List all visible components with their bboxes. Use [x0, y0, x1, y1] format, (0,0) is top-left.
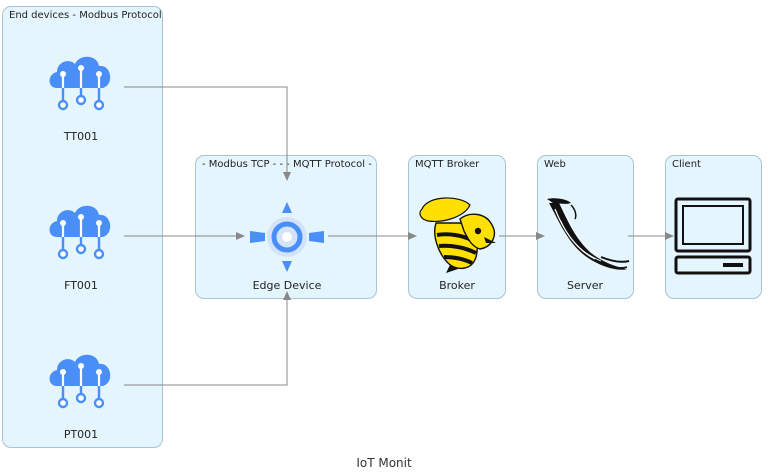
- edge-tt001-to-edge-device: [124, 86, 291, 181]
- group-title-end-devices: End devices - Modbus Protocol: [9, 10, 162, 21]
- group-title-web: Web: [544, 159, 566, 170]
- web-group: Web: [537, 155, 634, 299]
- node-label-tt001: TT001: [63, 130, 99, 143]
- cloud-iot-icon: [49, 56, 111, 111]
- cloud-iot-icon: [49, 205, 111, 260]
- node-label-server: Server: [566, 279, 604, 292]
- group-title-client: Client: [672, 159, 701, 170]
- edge-compute-icon: [250, 202, 324, 272]
- edge-pt001-to-edge-device: [124, 291, 291, 386]
- node-label-ft001: FT001: [64, 279, 98, 292]
- mqtt-broker-bee-icon: [419, 197, 496, 273]
- node-label-broker: Broker: [439, 279, 475, 292]
- node-label-edge-device: Edge Device: [252, 279, 322, 292]
- node-label-pt001: PT001: [63, 428, 99, 441]
- diagram-footer: IoT Monit: [356, 456, 412, 470]
- cloud-iot-icon: [49, 354, 111, 409]
- monitor-icon: [674, 197, 752, 275]
- group-title-broker: MQTT Broker: [415, 159, 480, 170]
- flask-server-icon: [547, 198, 630, 270]
- client-group: Client: [665, 155, 762, 299]
